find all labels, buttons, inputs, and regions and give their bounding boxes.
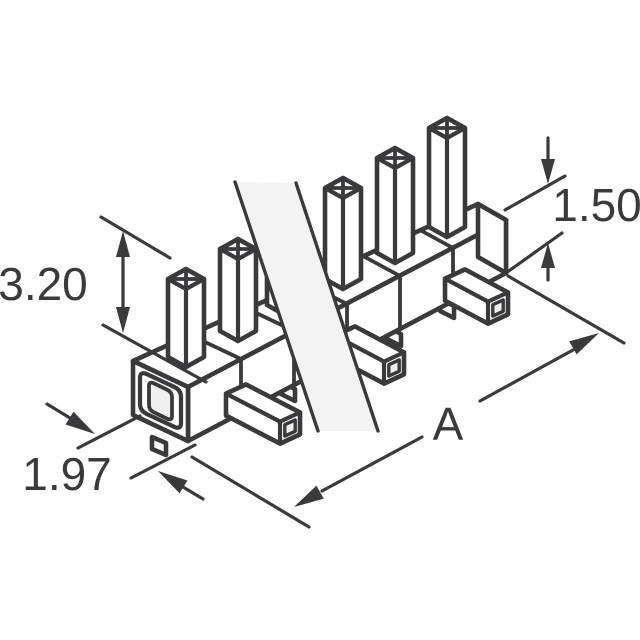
- body-top-seam: [418, 228, 455, 250]
- dimension-label: A: [433, 398, 464, 450]
- break-line: [233, 180, 320, 433]
- break-line: [294, 181, 380, 433]
- extension-line: [190, 455, 311, 529]
- pin: [374, 145, 416, 266]
- dimension-label: 3.20: [0, 258, 88, 310]
- extension-line: [76, 414, 142, 450]
- pin: [217, 236, 259, 344]
- end-face-recess-outer: [137, 371, 184, 430]
- dimension-pin-height: 3.20: [0, 215, 208, 384]
- extension-line: [503, 174, 567, 212]
- dimension-tail-height: 1.50: [503, 136, 640, 282]
- smt-lead: [442, 267, 511, 326]
- pin: [426, 115, 468, 240]
- extension-line: [504, 231, 564, 275]
- arrowhead-down-left: [294, 485, 324, 507]
- arrowhead-down-right: [65, 411, 95, 434]
- pin: [322, 175, 364, 292]
- extension-line: [101, 323, 208, 384]
- dimension-label: 1.97: [22, 448, 112, 500]
- break-band: [233, 180, 380, 433]
- dimension-overall-length: A: [190, 274, 626, 529]
- dimension-shaft: [45, 402, 72, 420]
- dimension-label: 1.50: [552, 179, 640, 231]
- arrowhead-down: [541, 159, 555, 184]
- extension-line: [129, 443, 197, 480]
- pin: [165, 266, 207, 370]
- extension-line: [99, 215, 172, 260]
- arrowhead-up-right: [569, 333, 599, 355]
- arrowhead-down: [116, 307, 130, 333]
- arrowhead-up: [541, 243, 555, 268]
- arrowhead-up: [116, 231, 130, 257]
- dimension-lead-width: 1.97: [22, 402, 205, 501]
- standoff-foot: [149, 434, 169, 458]
- extension-line: [506, 274, 626, 345]
- end-face-recess-inner: [147, 380, 174, 422]
- arrowhead-up-left: [158, 471, 188, 494]
- dimension-shaft: [478, 348, 575, 403]
- smt-lead: [223, 382, 303, 446]
- body-top-seam: [361, 254, 402, 278]
- dimension-shaft: [320, 435, 424, 493]
- dimension-shaft: [181, 485, 205, 501]
